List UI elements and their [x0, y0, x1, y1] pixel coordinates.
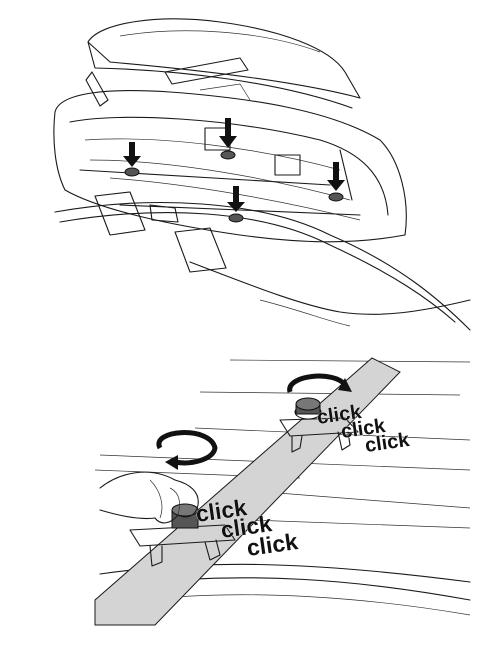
rotate-arrow-icon: [156, 373, 352, 470]
rear-click-labels: click click click: [315, 401, 412, 458]
click-label: click: [219, 510, 273, 543]
knob-tightening-illustration: click click click click click click: [94, 357, 471, 626]
rear-clamp: [279, 397, 359, 453]
crossbar: [94, 357, 401, 626]
box-lid: [87, 18, 361, 109]
hand-icon: [99, 471, 199, 524]
roof-box-illustration: [53, 18, 471, 331]
knob-icon: [124, 150, 344, 223]
down-arrow-icon: [123, 118, 345, 212]
box-base: [53, 71, 407, 243]
roof-bars: [94, 191, 227, 273]
car-roof: [54, 202, 471, 331]
front-click-labels: click click click: [194, 494, 300, 561]
